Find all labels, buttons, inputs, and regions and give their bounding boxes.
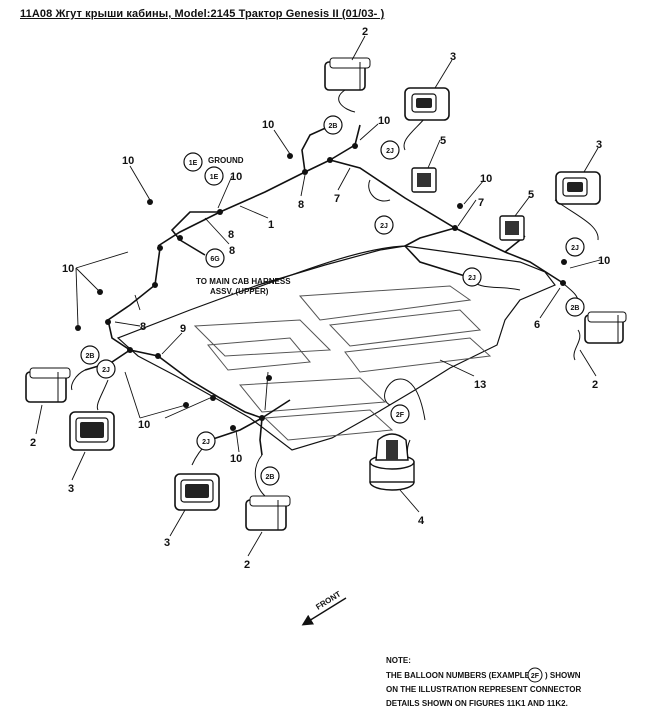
svg-text:2J: 2J (380, 223, 388, 230)
callout-label: 10 (230, 453, 242, 465)
front-direction-arrow: FRONT (301, 589, 347, 626)
callout-label: 10 (122, 155, 134, 167)
callout-label: 2 (244, 559, 250, 571)
note-line2: ON THE ILLUSTRATION REPRESENT CONNECTOR (386, 685, 581, 694)
note-line1-a: THE BALLOON NUMBERS (EXAMPLE: (386, 671, 533, 680)
callout-label: 7 (478, 197, 484, 209)
svg-text:6G: 6G (210, 256, 220, 263)
balloon: 2J (374, 215, 394, 235)
svg-text:2J: 2J (386, 148, 394, 155)
balloon: 2J (196, 431, 216, 451)
balloon: 2B (565, 297, 585, 317)
callout-label: 10 (598, 255, 610, 267)
callout-label: 3 (68, 483, 74, 495)
lamp-assembly-2-bottom (245, 495, 291, 531)
callout-label: 1 (268, 219, 274, 231)
callout-label: 5 (440, 135, 446, 147)
callout-label: 10 (378, 115, 390, 127)
callout-label: 6 (534, 319, 540, 331)
rotating-beacon-4 (369, 433, 415, 491)
cab-roof-outline (116, 245, 556, 451)
balloon: 1E (204, 166, 224, 186)
svg-text:2B: 2B (329, 123, 338, 130)
callout-label: 10 (230, 171, 242, 183)
callout-label: 8 (298, 199, 304, 211)
balloon: 2B (260, 466, 280, 486)
ground-label: GROUND (208, 156, 244, 165)
connector-balloons: 2B 1E 1E 2J 2J 6G 2J 2J (80, 115, 585, 486)
page-title: 11A08 Жгут крыши кабины, Model:2145 Трак… (20, 8, 385, 20)
lamp-assembly-2-top (324, 57, 371, 91)
callout-numbers: 2 3 10 5 10 3 10 10 8 7 7 5 1 8 8 10 10 … (30, 26, 610, 571)
callout-label: 3 (164, 537, 170, 549)
callout-label: 5 (528, 189, 534, 201)
roof-chevron-decal (193, 285, 492, 441)
callout-label: 3 (596, 139, 602, 151)
callout-leaders (35, 35, 601, 557)
callout-label: 8 (140, 321, 146, 333)
work-lamp-3-left (69, 411, 115, 451)
svg-text:2J: 2J (571, 245, 579, 252)
svg-text:2F: 2F (396, 412, 405, 419)
balloon: 2J (380, 140, 400, 160)
balloon: 2F (390, 404, 410, 424)
callout-label: 8 (229, 245, 235, 257)
svg-text:2B: 2B (266, 474, 275, 481)
balloon: 2B (80, 345, 100, 365)
callout-label: 13 (474, 379, 486, 391)
balloon: 2J (96, 359, 116, 379)
callout-label: 2 (592, 379, 598, 391)
balloon: 1E (183, 152, 203, 172)
lamp-assembly-2-left (25, 367, 71, 403)
svg-text:1E: 1E (189, 160, 198, 167)
note-line1-b: ) SHOWN (545, 671, 581, 680)
svg-text:2J: 2J (468, 275, 476, 282)
svg-text:2J: 2J (202, 439, 210, 446)
callout-label: 2 (30, 437, 36, 449)
balloon: 6G (205, 248, 225, 268)
work-lamp-3-bottom (174, 473, 220, 511)
note-line3: DETAILS SHOWN ON FIGURES 11K1 AND 11K2. (386, 699, 568, 708)
switch-box-5-lower (499, 215, 525, 241)
note-block: NOTE: THE BALLOON NUMBERS (EXAMPLE: 2F )… (386, 656, 581, 708)
harness-fasteners (75, 143, 567, 431)
work-lamp-3-right (555, 171, 601, 205)
callout-label: 10 (262, 119, 274, 131)
callout-label: 7 (334, 193, 340, 205)
lamp-assembly-2-right (584, 311, 627, 344)
work-lamp-3-top (404, 87, 450, 121)
callout-label: 9 (180, 323, 186, 335)
main-harness-label-line1: TO MAIN CAB HARNESS (196, 277, 291, 286)
svg-text:2B: 2B (571, 305, 580, 312)
balloon: 2B (323, 115, 343, 135)
callout-label: 10 (480, 173, 492, 185)
wire-leads (71, 89, 599, 501)
balloon: 2J (462, 267, 482, 287)
svg-text:2B: 2B (86, 353, 95, 360)
svg-text:1E: 1E (210, 174, 219, 181)
switch-box-5-upper (411, 167, 437, 193)
callout-label: 2 (362, 26, 368, 38)
svg-text:2J: 2J (102, 367, 110, 374)
callout-label: 10 (138, 419, 150, 431)
main-harness-label-line2: ASSV. (UPPER) (210, 287, 269, 296)
callout-label: 4 (418, 515, 425, 527)
note-example-balloon: 2F (531, 673, 540, 680)
callout-label: 10 (62, 263, 74, 275)
callout-label: 8 (228, 229, 234, 241)
note-heading: NOTE: (386, 656, 411, 665)
balloon: 2J (565, 237, 585, 257)
callout-label: 3 (450, 51, 456, 63)
